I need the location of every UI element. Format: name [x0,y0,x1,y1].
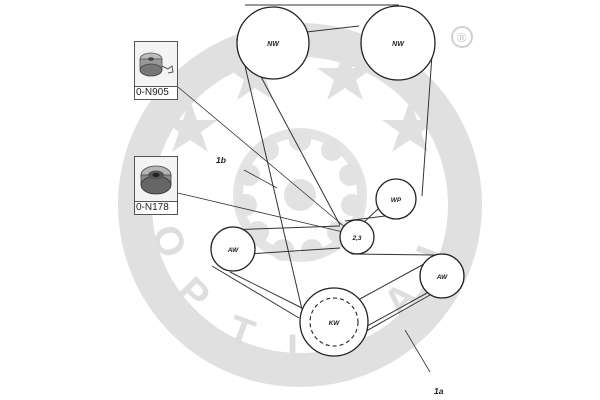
pulley-aw-right[interactable]: AW [419,253,465,299]
watermark-star-icon [317,48,373,100]
leader-line-1a [404,329,431,373]
svg-text:WP: WP [391,197,402,204]
part-code-n178: 0-N178 [134,202,178,215]
callout-1a: 1a [434,386,444,396]
pulley-nw-left[interactable]: NW [236,6,310,80]
tensioner-pulley-icon [135,42,177,86]
watermark-letter: I [287,327,298,371]
watermark-star-icon [162,100,218,152]
part-code-n905: 0-N905 [134,87,178,100]
pulley-tensioner-idler[interactable]: 2,3 [339,219,375,255]
leader-line-n178 [177,192,344,233]
leader-line-n905 [177,86,347,229]
kw-inner-ring [309,297,359,347]
leader-line-1b [243,169,278,189]
watermark-star-icon [382,100,438,152]
pulley-nw-right[interactable]: NW [360,5,436,81]
tensioner-thumbnail[interactable] [134,41,178,87]
idler-pulley-icon [135,157,177,201]
svg-text:KW: KW [329,320,341,327]
pulley-aw-left[interactable]: AW [210,226,256,272]
svg-text:NW: NW [392,41,405,48]
svg-text:AW: AW [436,274,448,281]
pulley-wp[interactable]: WP [375,178,417,220]
svg-text:NW: NW [267,41,280,48]
idler-thumbnail[interactable] [134,156,178,202]
callout-1b: 1b [216,155,226,165]
leader-lines [177,86,431,373]
svg-text:AW: AW [227,247,239,254]
svg-text:2,3: 2,3 [351,235,361,242]
svg-text:®: ® [457,30,467,45]
registered-mark-icon: ® [451,26,473,48]
pulley-kw[interactable]: KW [299,287,369,357]
